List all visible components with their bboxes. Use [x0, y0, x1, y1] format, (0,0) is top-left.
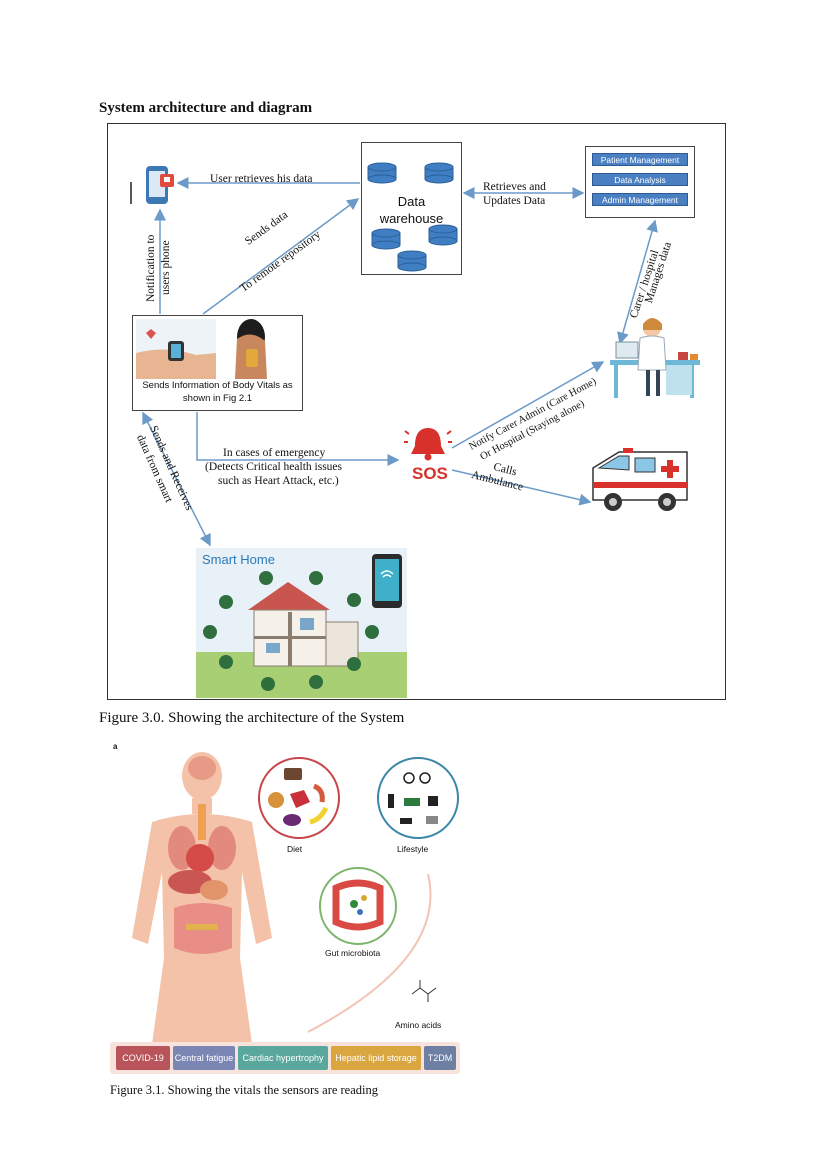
smart-home-title: Smart Home	[202, 552, 275, 567]
admin-management-item: Admin Management	[592, 193, 688, 206]
database-cylinders-icon	[367, 162, 458, 272]
diet-circle-icon	[258, 757, 340, 839]
sos-label: SOS	[412, 464, 448, 483]
figure-3-0-caption: Figure 3.0. Showing the architecture of …	[99, 710, 405, 726]
body-vitals-text: Sends Information of Body Vitals as show…	[133, 379, 302, 405]
section-heading: System architecture and diagram	[99, 100, 313, 116]
condition-tag-covid: COVID-19	[116, 1046, 170, 1070]
label-retrieves-2: Updates Data	[483, 195, 546, 207]
figure-3-1-caption: Figure 3.1. Showing the vitals the senso…	[110, 1083, 379, 1097]
label-emergency-3: such as Heart Attack, etc.)	[218, 475, 339, 487]
lifestyle-label: Lifestyle	[397, 844, 429, 854]
condition-tag-central-fatigue: Central fatigue	[173, 1046, 235, 1070]
body-vitals-illustration	[132, 752, 459, 1044]
label-notification-2: users phone	[160, 240, 172, 295]
data-warehouse-label-2: warehouse	[379, 211, 444, 226]
panel-letter: a	[113, 742, 118, 751]
smart-home-illustration: Smart Home	[196, 548, 407, 698]
condition-tag-cardiac-hypertrophy: Cardiac hypertrophy	[238, 1046, 328, 1070]
label-emergency-1: In cases of emergency	[223, 447, 326, 459]
body-vitals-box: Sends Information of Body Vitals as show…	[132, 315, 303, 411]
body-vitals-line-1: Sends Information of Body Vitals as	[142, 380, 293, 391]
amino-acid-structure-icon	[411, 980, 437, 1002]
label-user-retrieves: User retrieves his data	[210, 173, 313, 185]
doctor-at-desk-icon	[610, 318, 700, 398]
diet-label: Diet	[287, 844, 303, 854]
architecture-diagram-frame	[107, 123, 726, 700]
data-analysis-item: Data Analysis	[592, 173, 688, 186]
label-emergency-2: (Detects Critical health issues	[205, 461, 343, 473]
smartwatch-wrist-image	[136, 319, 216, 379]
data-warehouse-label-1: Data	[397, 194, 426, 209]
label-retrieves-1: Retrieves and	[483, 181, 546, 193]
alarm-bell-icon	[404, 428, 452, 461]
condition-tag-t2dm: T2DM	[424, 1046, 456, 1070]
label-notification-1: Notification to	[145, 234, 157, 302]
body-vitals-line-2: shown in Fig 2.1	[182, 393, 253, 404]
lifestyle-circle-icon	[377, 757, 459, 839]
patient-management-item: Patient Management	[592, 153, 688, 166]
gut-microbiota-label: Gut microbiota	[325, 948, 381, 958]
flow-arrow-icon	[307, 873, 432, 1033]
ambulance-icon	[592, 448, 688, 511]
condition-tag-hepatic-lipid-storage: Hepatic lipid storage	[331, 1046, 421, 1070]
arm-sensor-image	[235, 319, 267, 379]
smart-home-house-icon	[196, 554, 407, 698]
human-body-icon	[132, 752, 272, 1044]
phone-notification-icon	[130, 166, 174, 204]
management-box: Patient Management Data Analysis Admin M…	[585, 146, 695, 218]
amino-acids-label: Amino acids	[395, 1020, 442, 1030]
data-warehouse-box: Data warehouse	[361, 142, 462, 275]
gut-microbiota-circle-icon	[319, 867, 397, 945]
